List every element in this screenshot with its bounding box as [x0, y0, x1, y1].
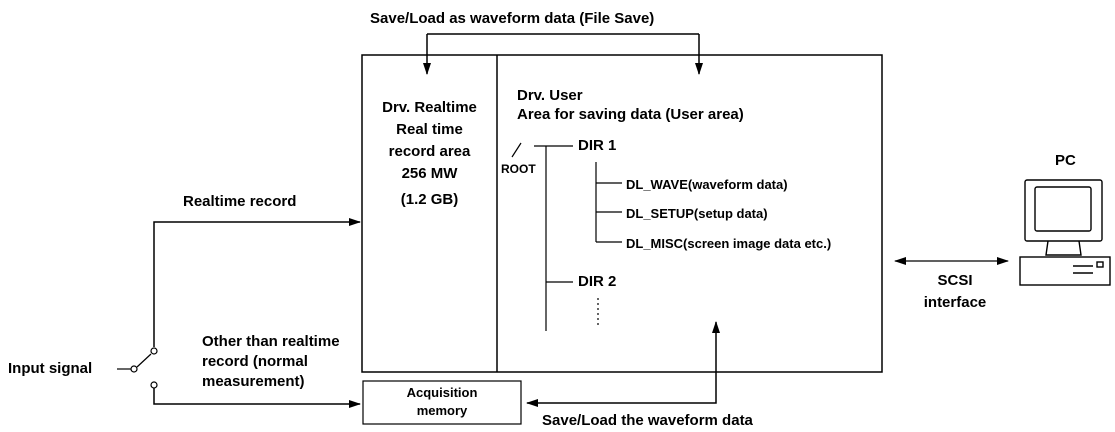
realtime-drive-text: Drv. Realtime Real time record area 256 …: [362, 97, 497, 211]
scsi-label-line1: SCSI: [937, 272, 973, 289]
realtime-record-arrow: [153, 218, 361, 347]
dir1-label: DIR 1: [578, 137, 617, 154]
other-record-label: Other than realtime record (normal measu…: [202, 332, 340, 392]
pc-monitor-screen: [1034, 186, 1092, 232]
realtime-drive-line3: record area: [388, 143, 471, 160]
other-record-line2: record (normal: [202, 353, 308, 370]
scsi-label-line2: interface: [923, 294, 987, 311]
subdir-dl-misc: DL_MISC(screen image data etc.): [626, 236, 832, 251]
pc-power-button: [1096, 261, 1104, 268]
acquisition-memory-line1: Acquisition: [406, 385, 478, 400]
root-label: ROOT: [501, 162, 536, 176]
user-drive-name: Drv. User: [517, 87, 583, 104]
pc-label: PC: [1055, 152, 1076, 169]
file-save-label: Save/Load as waveform data (File Save): [370, 10, 655, 27]
input-signal-label: Input signal: [8, 360, 93, 377]
switch-terminal-normal: [150, 381, 158, 389]
other-record-line1: Other than realtime: [202, 333, 340, 350]
realtime-drive-line2: Real time: [396, 121, 463, 138]
subdir-dl-setup: DL_SETUP(setup data): [626, 206, 768, 221]
acquisition-memory-label: Acquisition memory: [363, 384, 521, 420]
switch-common-terminal: [130, 365, 138, 373]
pc-base-unit: [1019, 256, 1111, 286]
bottom-save-load-label: Save/Load the waveform data: [542, 412, 753, 429]
pc-icon: [1019, 179, 1111, 286]
acquisition-memory-line2: memory: [416, 403, 468, 418]
realtime-drive-capacity-bytes: (1.2 GB): [400, 191, 459, 208]
switch-terminal-realtime: [150, 347, 158, 355]
realtime-drive-capacity: 256 MW: [401, 165, 458, 182]
normal-measurement-arrow: [153, 388, 361, 408]
pc-monitor-stand: [1045, 240, 1082, 256]
dir2-label: DIR 2: [578, 273, 617, 290]
user-drive-description: Area for saving data (User area): [517, 106, 744, 123]
realtime-record-label: Realtime record: [183, 193, 297, 210]
subdir-dl-wave: DL_WAVE(waveform data): [626, 177, 788, 192]
realtime-drive-name: Drv. Realtime: [382, 99, 477, 116]
scsi-label: SCSI interface: [905, 270, 1005, 314]
acquisition-memory-box: [362, 380, 522, 425]
other-record-line3: measurement): [202, 373, 305, 390]
root-slash: [511, 142, 522, 158]
switch-blade: [136, 353, 152, 368]
bottom-save-load-arrow: [526, 321, 720, 407]
